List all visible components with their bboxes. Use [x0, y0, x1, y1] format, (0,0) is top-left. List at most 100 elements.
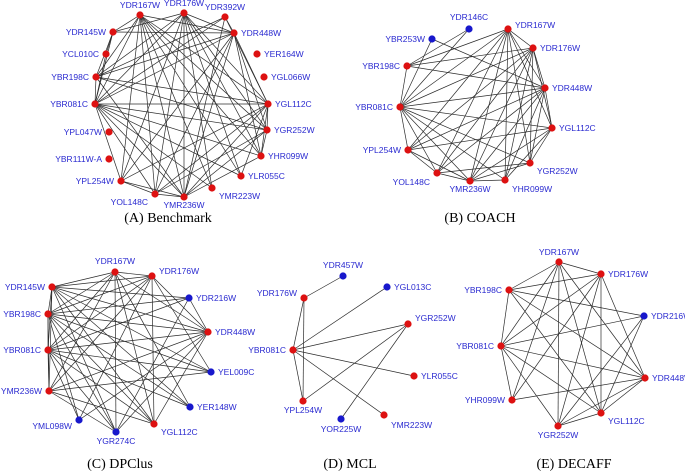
edge-ydr145w-ycl010c	[105, 31, 114, 55]
edge-ydr176w-ybr081c	[94, 12, 185, 105]
node-label: YPL254W	[76, 176, 114, 186]
caption-coach: (B) COACH	[444, 211, 515, 226]
node-ygl112c	[597, 409, 605, 417]
node-label: YDR145W	[66, 27, 106, 37]
node-label: YBR081C	[355, 102, 393, 112]
edge-ydr167w-ybr081c	[399, 28, 509, 108]
node-label: YOL148C	[393, 177, 430, 187]
node-ydr216w	[185, 294, 193, 302]
node-ymr223w	[208, 184, 216, 192]
node-label: YDR167W	[515, 20, 555, 30]
node-ygr274c	[112, 428, 120, 436]
panel-mcl: YDR457WYGL013CYDR176WYGR252WYBR081CYLR05…	[248, 260, 458, 434]
edge-yhr099w-ybr081c	[94, 103, 262, 157]
caption-mcl: (D) MCL	[323, 457, 376, 472]
edge-ybr081c-ylr055c	[292, 349, 415, 377]
node-ydr216w	[640, 312, 648, 320]
node-ydr167w	[136, 11, 144, 19]
edge-ydr216w-ydr448w	[188, 297, 209, 333]
node-ydr448w	[541, 84, 549, 92]
edge-ydr176w-ymr236w	[469, 47, 534, 182]
node-label: YEL009C	[218, 367, 254, 377]
edge-ydr448w-ydr145w	[51, 286, 209, 333]
node-ybr081c	[396, 103, 404, 111]
node-ydr167w	[504, 25, 512, 33]
edge-ydr448w-ybr081c	[47, 331, 209, 351]
nodes: YDR146CYDR167WYBR253WYDR176WYBR198CYDR44…	[355, 12, 596, 194]
node-ydr145w	[48, 283, 56, 291]
node-label: YDR146C	[450, 12, 488, 22]
node-ybr253w	[428, 35, 436, 43]
node-ydr457w	[339, 272, 347, 280]
node-label: YDR457W	[323, 260, 363, 270]
node-ygl112c	[548, 124, 556, 132]
node-label: YML098W	[32, 421, 72, 431]
edge-ymr236w-yol148c	[154, 193, 185, 198]
node-ybr081c	[44, 346, 52, 354]
node-ybr081c	[497, 342, 505, 350]
node-label: YHR099W	[512, 184, 552, 194]
node-label: YLR055C	[248, 171, 285, 181]
edge-ydr167w-ymr236w	[48, 271, 116, 392]
edge-ydr448w-ybr081c	[500, 345, 646, 379]
node-ygl112c	[264, 100, 272, 108]
edge-ygr252w-ybr081c	[500, 345, 559, 427]
node-label: YGR252W	[415, 313, 456, 323]
node-ybr198c	[44, 310, 52, 318]
edge-ygl112c-yol148c	[154, 103, 269, 195]
node-ypl047w	[105, 128, 113, 136]
node-label: YDR167W	[120, 0, 160, 10]
edge-ydr167w-yhr099w	[139, 14, 262, 157]
node-label: YBR081C	[456, 341, 494, 351]
panel-dpclus: YDR167WYDR145WYDR176WYDR216WYBR198CYDR44…	[1, 256, 255, 446]
node-ydr167w	[555, 258, 563, 266]
edge-ydr167w-ydr448w	[507, 28, 546, 89]
edge-ybr198c-ydr145w	[47, 286, 53, 315]
edge-ydr176w-ypl254w	[407, 47, 534, 151]
node-ylr055c	[237, 172, 245, 180]
edge-ydr167w-ydr448w	[114, 271, 209, 333]
node-label: YER164W	[264, 49, 304, 59]
edge-ydr176w-ygr252w	[557, 273, 602, 427]
edge-ybr081c-ycl010c	[94, 53, 107, 105]
node-ydr176w	[529, 44, 537, 52]
node-ydr176w	[300, 294, 308, 302]
edge-yol148c-ybr081c	[399, 106, 438, 174]
edge-ybr081c-ydr145w	[94, 31, 114, 105]
edge-ygl112c-ymr236w	[183, 103, 269, 198]
edge-ydr176w-yol148c	[436, 47, 534, 174]
edge-ydr392w-ybr081c	[94, 16, 226, 105]
node-yol148c	[433, 169, 441, 177]
node-yml098w	[75, 416, 83, 424]
edge-ygl013c-ybr081c	[292, 286, 388, 351]
node-label: YHR099W	[465, 395, 505, 405]
edge-ydr167w-ybr081c	[47, 271, 116, 351]
edge-yel009c-ybr081c	[47, 349, 212, 373]
edge-ydr176w-ybr081c	[500, 273, 602, 347]
edge-ydr167w-ydr176w	[114, 271, 153, 277]
node-label: YGR252W	[538, 430, 579, 440]
edge-ygr252w-yhr099w	[260, 129, 268, 157]
edge-ydr176w-yhr099w	[511, 273, 602, 401]
edge-ygl112c-ypl254w	[120, 103, 269, 182]
node-ybr081c	[91, 100, 99, 108]
edge-ydr176w-ydr448w	[151, 275, 209, 333]
edge-ydr176w-ymr236w	[48, 275, 153, 392]
edge-yhr099w-ymr236w	[469, 179, 506, 182]
edge-ydr167w-ygl112c	[507, 28, 553, 129]
node-label: YGR252W	[537, 166, 578, 176]
node-ygl112c	[150, 420, 158, 428]
node-label: YOL148C	[111, 197, 148, 207]
nodes: YDR457WYGL013CYDR176WYGR252WYBR081CYLR05…	[248, 260, 458, 434]
node-label: YGL066W	[271, 72, 310, 82]
node-label: YDR167W	[539, 247, 579, 257]
edge-ydr176w-ybr081c	[292, 297, 305, 351]
edge-ydr176w-ybr081c	[399, 47, 534, 108]
edge-ydr176w-yhr099w	[504, 47, 534, 181]
node-ydr145w	[109, 28, 117, 36]
edge-ydr448w-yhr099w	[511, 377, 646, 401]
edge-ydr167w-ydr176w	[558, 261, 602, 275]
node-ybr198c	[403, 62, 411, 70]
edge-ydr176w-ydr448w	[532, 47, 546, 89]
edge-ydr167w-ylr055c	[139, 14, 242, 177]
